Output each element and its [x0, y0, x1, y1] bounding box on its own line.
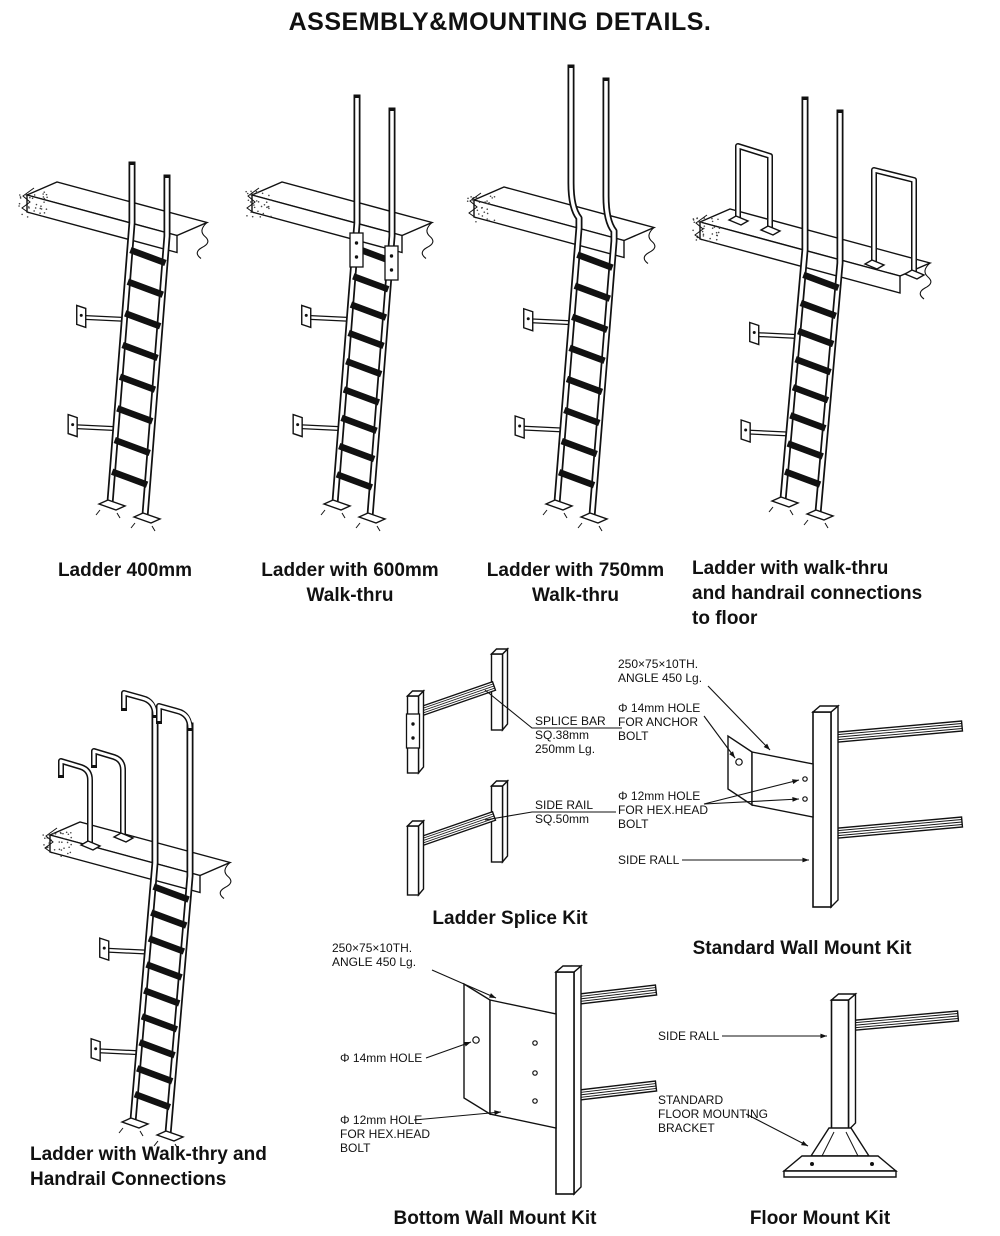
angle-label: ANGLE 450 Lg. [618, 671, 702, 685]
splice-bar-label: SPLICE BAR [535, 714, 606, 728]
caption-ladder-750mm: Ladder with 750mm Walk-thru [458, 558, 693, 608]
hole-12-label: BOLT [618, 817, 649, 831]
ladder-splice-kit-diagram: SPLICE BAR SQ.38mm 250mm Lg. SIDE RAIL S… [405, 647, 622, 897]
ladder-400mm-diagram [18, 161, 210, 532]
hole-14-label: Φ 14mm HOLE [618, 701, 700, 715]
bracket-label: FLOOR MOUNTING [658, 1107, 768, 1121]
hole-14-label: Φ 14mm HOLE [340, 1051, 422, 1065]
caption-line: Walk-thru [532, 585, 619, 606]
ladder-750mm-walkthru-diagram [466, 64, 657, 532]
ladder-walkthru-handrail-connections-diagram [42, 690, 233, 1150]
hole-12-label: FOR HEX.HEAD [618, 803, 708, 817]
ladder-750mm-art [466, 64, 657, 532]
hole-14-label: FOR ANCHOR [618, 715, 698, 729]
bracket-label: STANDARD [658, 1093, 723, 1107]
caption-line: Ladder Splice Kit [432, 908, 588, 929]
bottom-wall-mount-diagram: 250×75×10TH. ANGLE 450 Lg. Φ 14mm HOLE Φ… [332, 941, 658, 1196]
ladder-walkthru-handrail-floor-diagram [692, 96, 933, 529]
splice-bar-label: 250mm Lg. [535, 742, 595, 756]
ladder-600mm-art [245, 94, 435, 532]
caption-bottom-wall-mount: Bottom Wall Mount Kit [330, 1206, 660, 1231]
caption-splice-kit: Ladder Splice Kit [375, 906, 645, 931]
caption-line: Ladder with walk-thru [692, 558, 889, 579]
splice-bar-label: SQ.38mm [535, 728, 589, 742]
hole-12-label: BOLT [340, 1141, 371, 1155]
floor-mount-art [722, 992, 960, 1178]
caption-standard-wall-mount: Standard Wall Mount Kit [612, 936, 992, 961]
hole-12-label: FOR HEX.HEAD [340, 1127, 430, 1141]
caption-line: Ladder 400mm [57, 560, 193, 581]
bracket-label: BRACKET [658, 1121, 715, 1135]
caption-line: Bottom Wall Mount Kit [393, 1208, 597, 1229]
angle-label: ANGLE 450 Lg. [332, 955, 416, 969]
hole-12-label: Φ 12mm HOLE [340, 1113, 422, 1127]
hole-12-label: Φ 12mm HOLE [618, 789, 700, 803]
side-rail-label: SIDE RALL [658, 1029, 720, 1043]
angle-label: 250×75×10TH. [618, 657, 698, 671]
bottom-wall-mount-art [413, 964, 658, 1196]
caption-line: and handrail connections [692, 583, 923, 604]
caption-ladder-handrail: Ladder with Walk-thry and Handrail Conne… [30, 1142, 350, 1192]
page-title: ASSEMBLY&MOUNTING DETAILS. [288, 8, 712, 36]
splice-kit-art [405, 647, 622, 897]
ladder-400mm-art [18, 161, 210, 532]
standard-wall-mount-diagram: 250×75×10TH. ANGLE 450 Lg. Φ 14mm HOLE F… [618, 657, 964, 909]
ladder-600mm-walkthru-diagram [245, 94, 435, 532]
caption-line: to floor [692, 608, 758, 629]
side-rail-label: SIDE RAIL [535, 798, 593, 812]
ladder-handrail-art [42, 690, 233, 1150]
caption-ladder-walkthru-floor: Ladder with walk-thru and handrail conne… [692, 556, 992, 631]
caption-line: Ladder with 750mm [486, 560, 665, 581]
caption-line: Ladder with 600mm [261, 560, 439, 581]
caption-floor-mount: Floor Mount Kit [650, 1206, 990, 1231]
standard-wall-mount-art [682, 685, 964, 909]
caption-line: Handrail Connections [30, 1169, 227, 1190]
caption-line: Ladder with Walk-thry and [30, 1144, 267, 1165]
side-rail-label: SQ.50mm [535, 812, 589, 826]
side-rail-label: SIDE RALL [618, 853, 680, 867]
ladder-walkthru-art [692, 96, 933, 529]
caption-line: Floor Mount Kit [749, 1208, 891, 1229]
caption-ladder-400mm: Ladder 400mm [15, 558, 235, 583]
angle-label: 250×75×10TH. [332, 941, 412, 955]
caption-line: Walk-thru [306, 585, 394, 606]
hole-14-label: BOLT [618, 729, 649, 743]
caption-line: Standard Wall Mount Kit [692, 938, 912, 959]
caption-ladder-600mm: Ladder with 600mm Walk-thru [235, 558, 465, 608]
floor-mount-diagram: SIDE RALL STANDARD FLOOR MOUNTING BRACKE… [658, 992, 960, 1178]
